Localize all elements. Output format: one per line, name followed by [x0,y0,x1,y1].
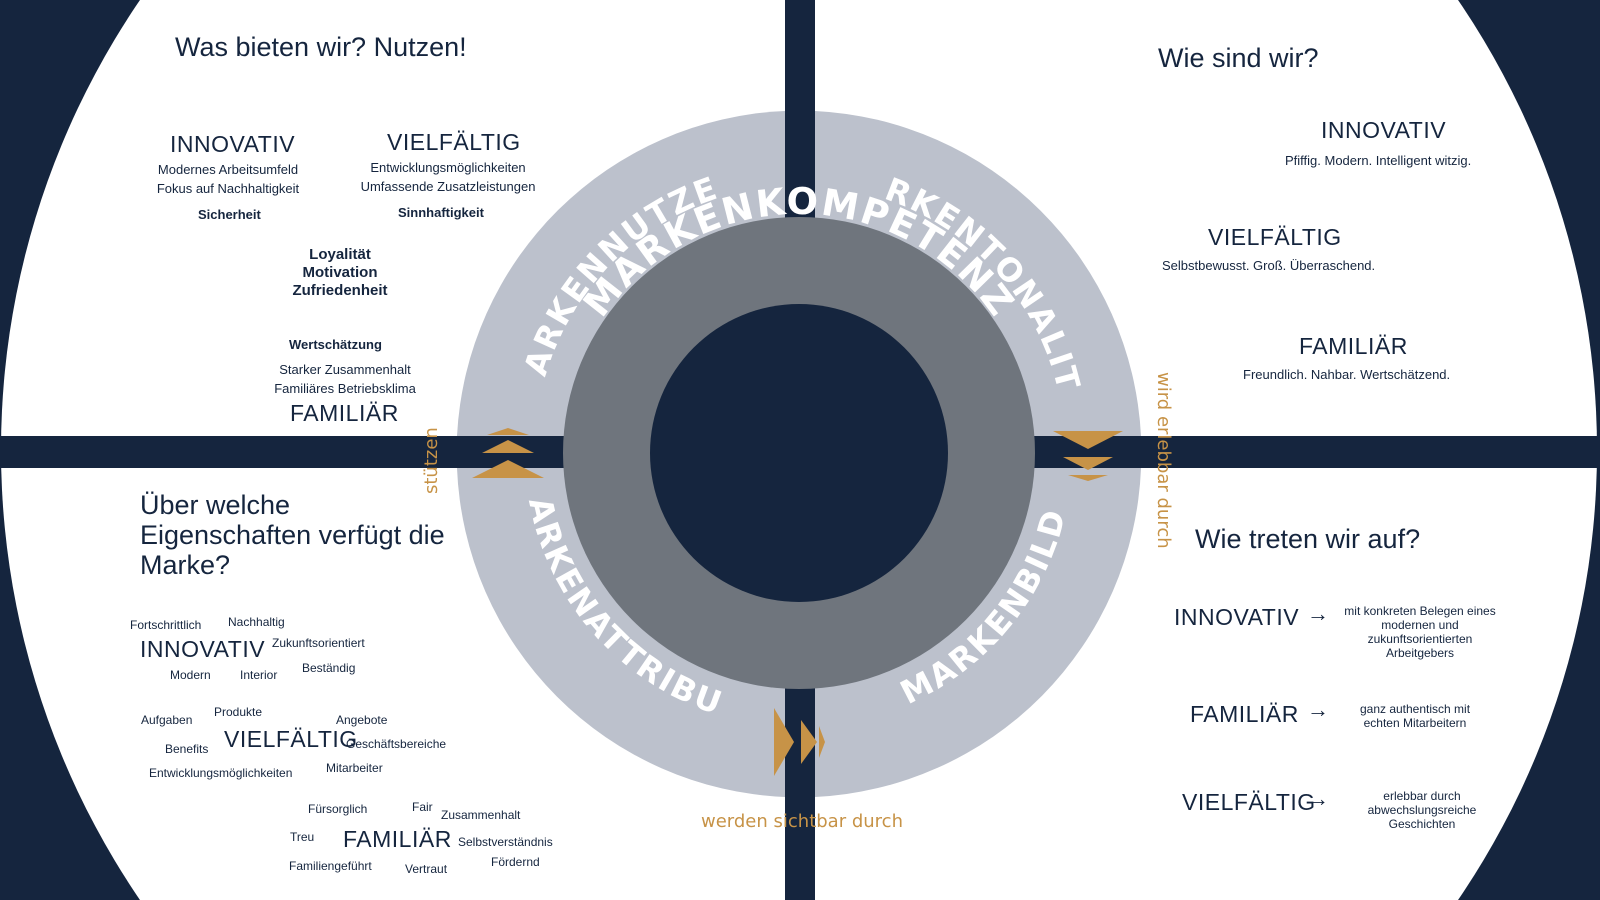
br-innovativ-line2: modernen und [1381,618,1459,632]
question-wie-treten-wir-auf: Wie treten wir auf? [1195,524,1421,554]
bl-word: Modern [170,668,211,682]
br-familiaer-line1: ganz authentisch mit [1359,702,1471,716]
tl-innovativ-title: INNOVATIV [170,131,296,157]
bl-word: Fortschrittlich [130,618,202,632]
tl-value-motivation: Motivation [302,264,378,281]
chevrons-up-icon [472,428,544,478]
bl-word: Geschäftsbereiche [346,737,447,751]
bl-word: Interior [240,668,278,682]
bl-word: Fürsorglich [308,802,368,816]
chevrons-down-icon [1053,431,1123,481]
bl-familiaer-title: FAMILIÄR [343,826,452,852]
tr-innovativ-desc: Pfiffig. Modern. Intelligent witzig. [1285,153,1472,168]
bl-word: Zusammenhalt [441,808,521,822]
tr-familiaer-desc: Freundlich. Nahbar. Wertschätzend. [1243,367,1451,382]
bl-word: Selbstverständnis [458,835,553,849]
bl-word: Fair [412,800,433,814]
br-innovativ-desc: mit konkreten Belegen eines modernen und… [1330,604,1510,660]
bl-word: Produkte [214,705,263,719]
tl-familiaer-details: Starker Zusammenhalt Familiäres Betriebs… [260,360,430,398]
tr-familiaer-title: FAMILIÄR [1299,333,1408,359]
question-eigenschaften-line3: Marke? [140,550,231,580]
tl-vielfaeltig-bold: Sinnhaftigkeit [398,205,484,220]
bl-word: Aufgaben [141,713,193,727]
connector-label-sichtbar: werden sichtbar durch [701,811,903,832]
br-vielfaeltig-line1: erlebbar durch [1383,789,1461,803]
bl-word: Mitarbeiter [326,761,383,775]
tl-innovativ-line2: Fokus auf Nachhaltigkeit [156,181,300,196]
question-eigenschaften-line1: Über welche [140,490,291,520]
bl-word: Treu [290,830,315,844]
br-innovativ-title: INNOVATIV [1174,604,1300,630]
tl-vielfaeltig-line2: Umfassende Zusatzleistungen [360,179,536,194]
connector-label-stuetzen: stützen [421,427,442,494]
tr-vielfaeltig-title: VIELFÄLTIG [1208,224,1342,250]
tl-familiaer-line1: Starker Zusammenhalt [279,362,411,377]
br-vielfaeltig-desc: erlebbar durch abwechslungsreiche Geschi… [1352,789,1492,831]
tl-value-zufriedenheit: Zufriedenheit [292,282,388,299]
bl-word: Benefits [165,742,209,756]
tl-familiaer-line2: Familiäres Betriebsklima [274,381,416,396]
br-familiaer-desc: ganz authentisch mit echten Mitarbeitern [1340,702,1490,730]
bl-word: Familiengeführt [289,859,372,873]
tl-familiaer-title: FAMILIÄR [290,400,399,426]
question-eigenschaften: Über welche Eigenschaften verfügt die Ma… [140,490,445,580]
connector-label-erlebbar: wird erlebbar durch [1153,372,1174,549]
br-familiaer-line2: echten Mitarbeitern [1363,716,1467,730]
bl-innovativ-title: INNOVATIV [140,636,266,662]
tl-innovativ-bold: Sicherheit [198,207,261,222]
center-core [650,304,948,602]
tl-innovativ-details: Modernes Arbeitsumfeld Fokus auf Nachhal… [148,160,308,198]
tl-vielfaeltig-title: VIELFÄLTIG [387,129,521,155]
question-eigenschaften-line2: Eigenschaften verfügt die [140,520,445,550]
arrow-right-icon: → [1307,786,1329,811]
arrow-right-icon: → [1307,601,1329,626]
br-innovativ-line3: zukunftsorientierten [1367,632,1473,646]
bl-word: Zukunftsorientiert [272,636,365,650]
bl-word: Entwicklungsmöglichkeiten [149,766,293,780]
bl-word: Nachhaltig [228,615,285,629]
tl-vielfaeltig-details: Entwicklungsmöglichkeiten Umfassende Zus… [348,158,548,196]
bl-word: Fördernd [491,855,540,869]
tl-familiaer-bold: Wertschätzung [289,337,382,352]
tl-innovativ-line1: Modernes Arbeitsumfeld [157,162,299,177]
arrow-right-icon: → [1307,697,1329,722]
bl-word: Angebote [336,713,388,727]
question-nutzen: Was bieten wir? Nutzen! [175,32,467,62]
tl-value-loyalitaet: Loyalität [309,246,371,263]
br-vielfaeltig-line2: abwechslungsreiche [1367,803,1477,817]
br-innovativ-line4: Arbeitgebers [1385,646,1455,660]
bl-vielfaeltig-title: VIELFÄLTIG [224,726,358,752]
br-familiaer-title: FAMILIÄR [1190,701,1299,727]
tr-vielfaeltig-desc: Selbstbewusst. Groß. Überraschend. [1162,258,1376,273]
tr-innovativ-title: INNOVATIV [1321,117,1447,143]
br-vielfaeltig-title: VIELFÄLTIG [1182,789,1316,815]
question-wie-sind-wir: Wie sind wir? [1158,43,1319,73]
tl-center-values: Loyalität Motivation Zufriedenheit [280,246,400,300]
bl-word: Beständig [302,661,356,675]
br-vielfaeltig-line3: Geschichten [1388,817,1456,831]
br-innovativ-line1: mit konkreten Belegen eines [1344,604,1496,618]
bl-word: Vertraut [405,862,448,876]
chevrons-right-icon [774,708,825,776]
tl-vielfaeltig-line1: Entwicklungsmöglichkeiten [370,160,526,175]
